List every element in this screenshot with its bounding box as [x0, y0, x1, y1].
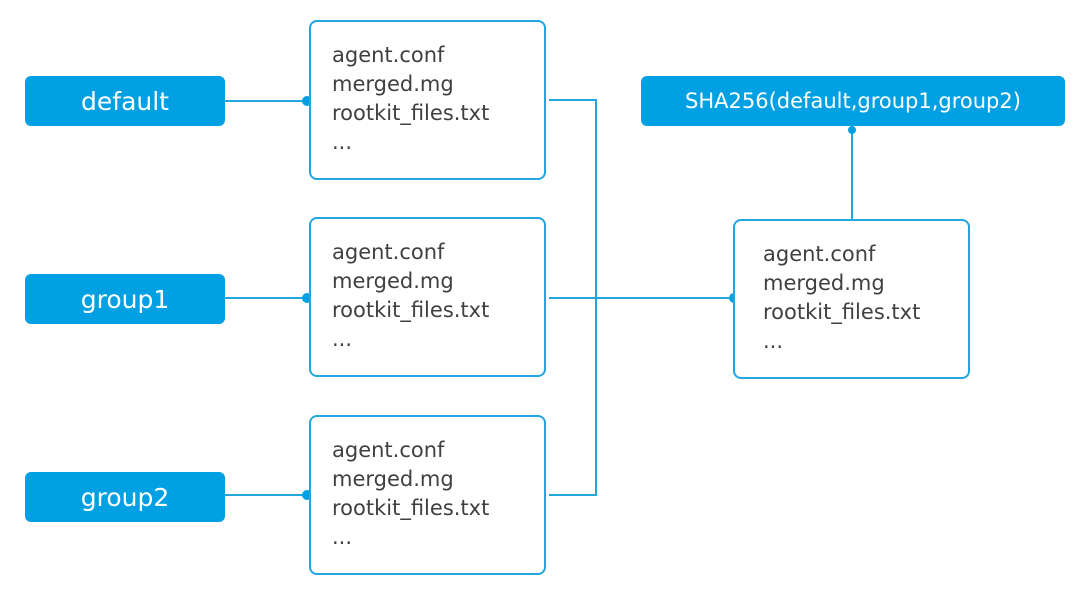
group-pill-group1: group1: [25, 274, 225, 324]
file-box-group2: agent.conf merged.mg rootkit_files.txt .…: [309, 415, 546, 575]
file-item: merged.mg: [332, 467, 454, 491]
file-item: agent.conf: [332, 438, 445, 462]
file-list: agent.conf merged.mg rootkit_files.txt .…: [311, 219, 544, 354]
file-item: rootkit_files.txt: [763, 300, 921, 324]
hash-pill: SHA256(default,group1,group2): [641, 76, 1065, 126]
file-box-group1: agent.conf merged.mg rootkit_files.txt .…: [309, 217, 546, 377]
file-item: ...: [332, 525, 353, 549]
file-list: agent.conf merged.mg rootkit_files.txt .…: [735, 221, 968, 356]
file-item: rootkit_files.txt: [332, 101, 490, 125]
group-pill-default: default: [25, 76, 225, 126]
file-item: merged.mg: [763, 271, 885, 295]
file-item: rootkit_files.txt: [332, 496, 490, 520]
file-item: ...: [332, 130, 353, 154]
file-box-merged: agent.conf merged.mg rootkit_files.txt .…: [733, 219, 970, 379]
group-pill-group2: group2: [25, 472, 225, 522]
file-item: ...: [763, 329, 784, 353]
file-item: agent.conf: [332, 240, 445, 264]
file-list: agent.conf merged.mg rootkit_files.txt .…: [311, 22, 544, 157]
connector-dot-hash: [848, 126, 856, 134]
file-item: ...: [332, 327, 353, 351]
file-item: merged.mg: [332, 269, 454, 293]
file-item: rootkit_files.txt: [332, 298, 490, 322]
file-item: agent.conf: [763, 242, 876, 266]
file-item: agent.conf: [332, 43, 445, 67]
file-item: merged.mg: [332, 72, 454, 96]
file-box-default: agent.conf merged.mg rootkit_files.txt .…: [309, 20, 546, 180]
file-list: agent.conf merged.mg rootkit_files.txt .…: [311, 417, 544, 552]
